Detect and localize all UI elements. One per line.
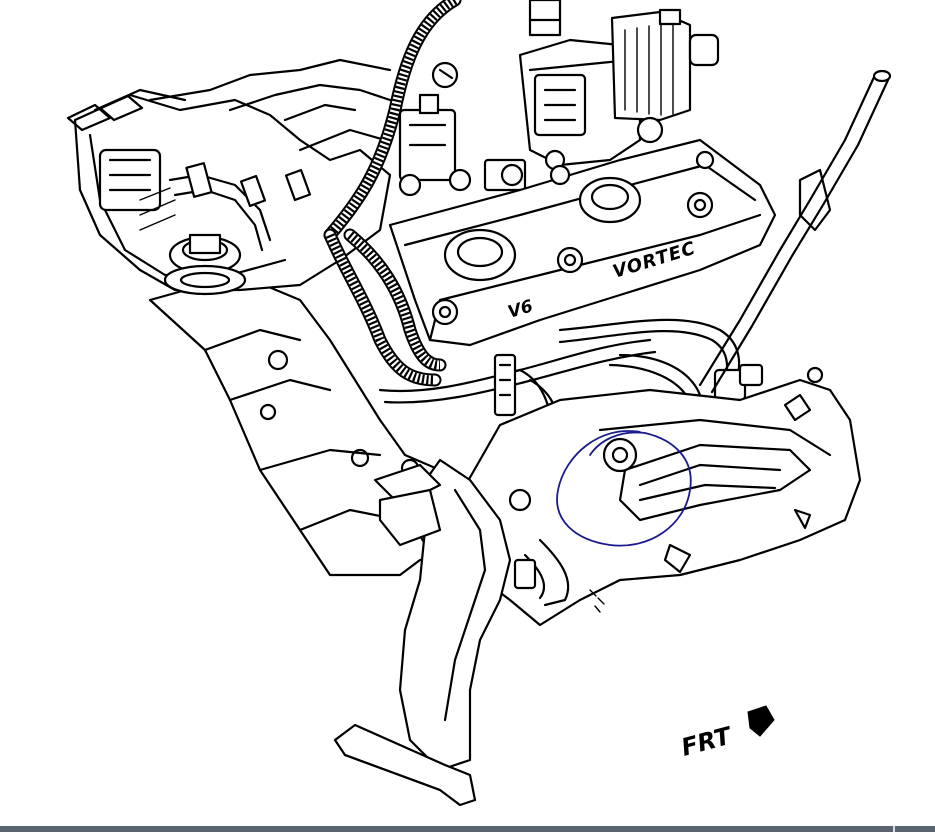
ignition-components — [398, 0, 720, 197]
front-direction-label: FRT — [678, 721, 735, 761]
exhaust-downpipe — [333, 458, 512, 807]
front-arrow-icon — [747, 705, 775, 737]
dipstick-tube — [698, 69, 892, 394]
bottom-border-bar — [0, 826, 935, 832]
bottom-border-notch — [893, 826, 895, 832]
valve-cover — [388, 138, 777, 347]
vacuum-hoses — [168, 0, 462, 387]
exhaust-manifold — [400, 366, 862, 627]
highlight-circle-annotation — [556, 430, 692, 547]
intake-plenum — [66, 58, 392, 296]
